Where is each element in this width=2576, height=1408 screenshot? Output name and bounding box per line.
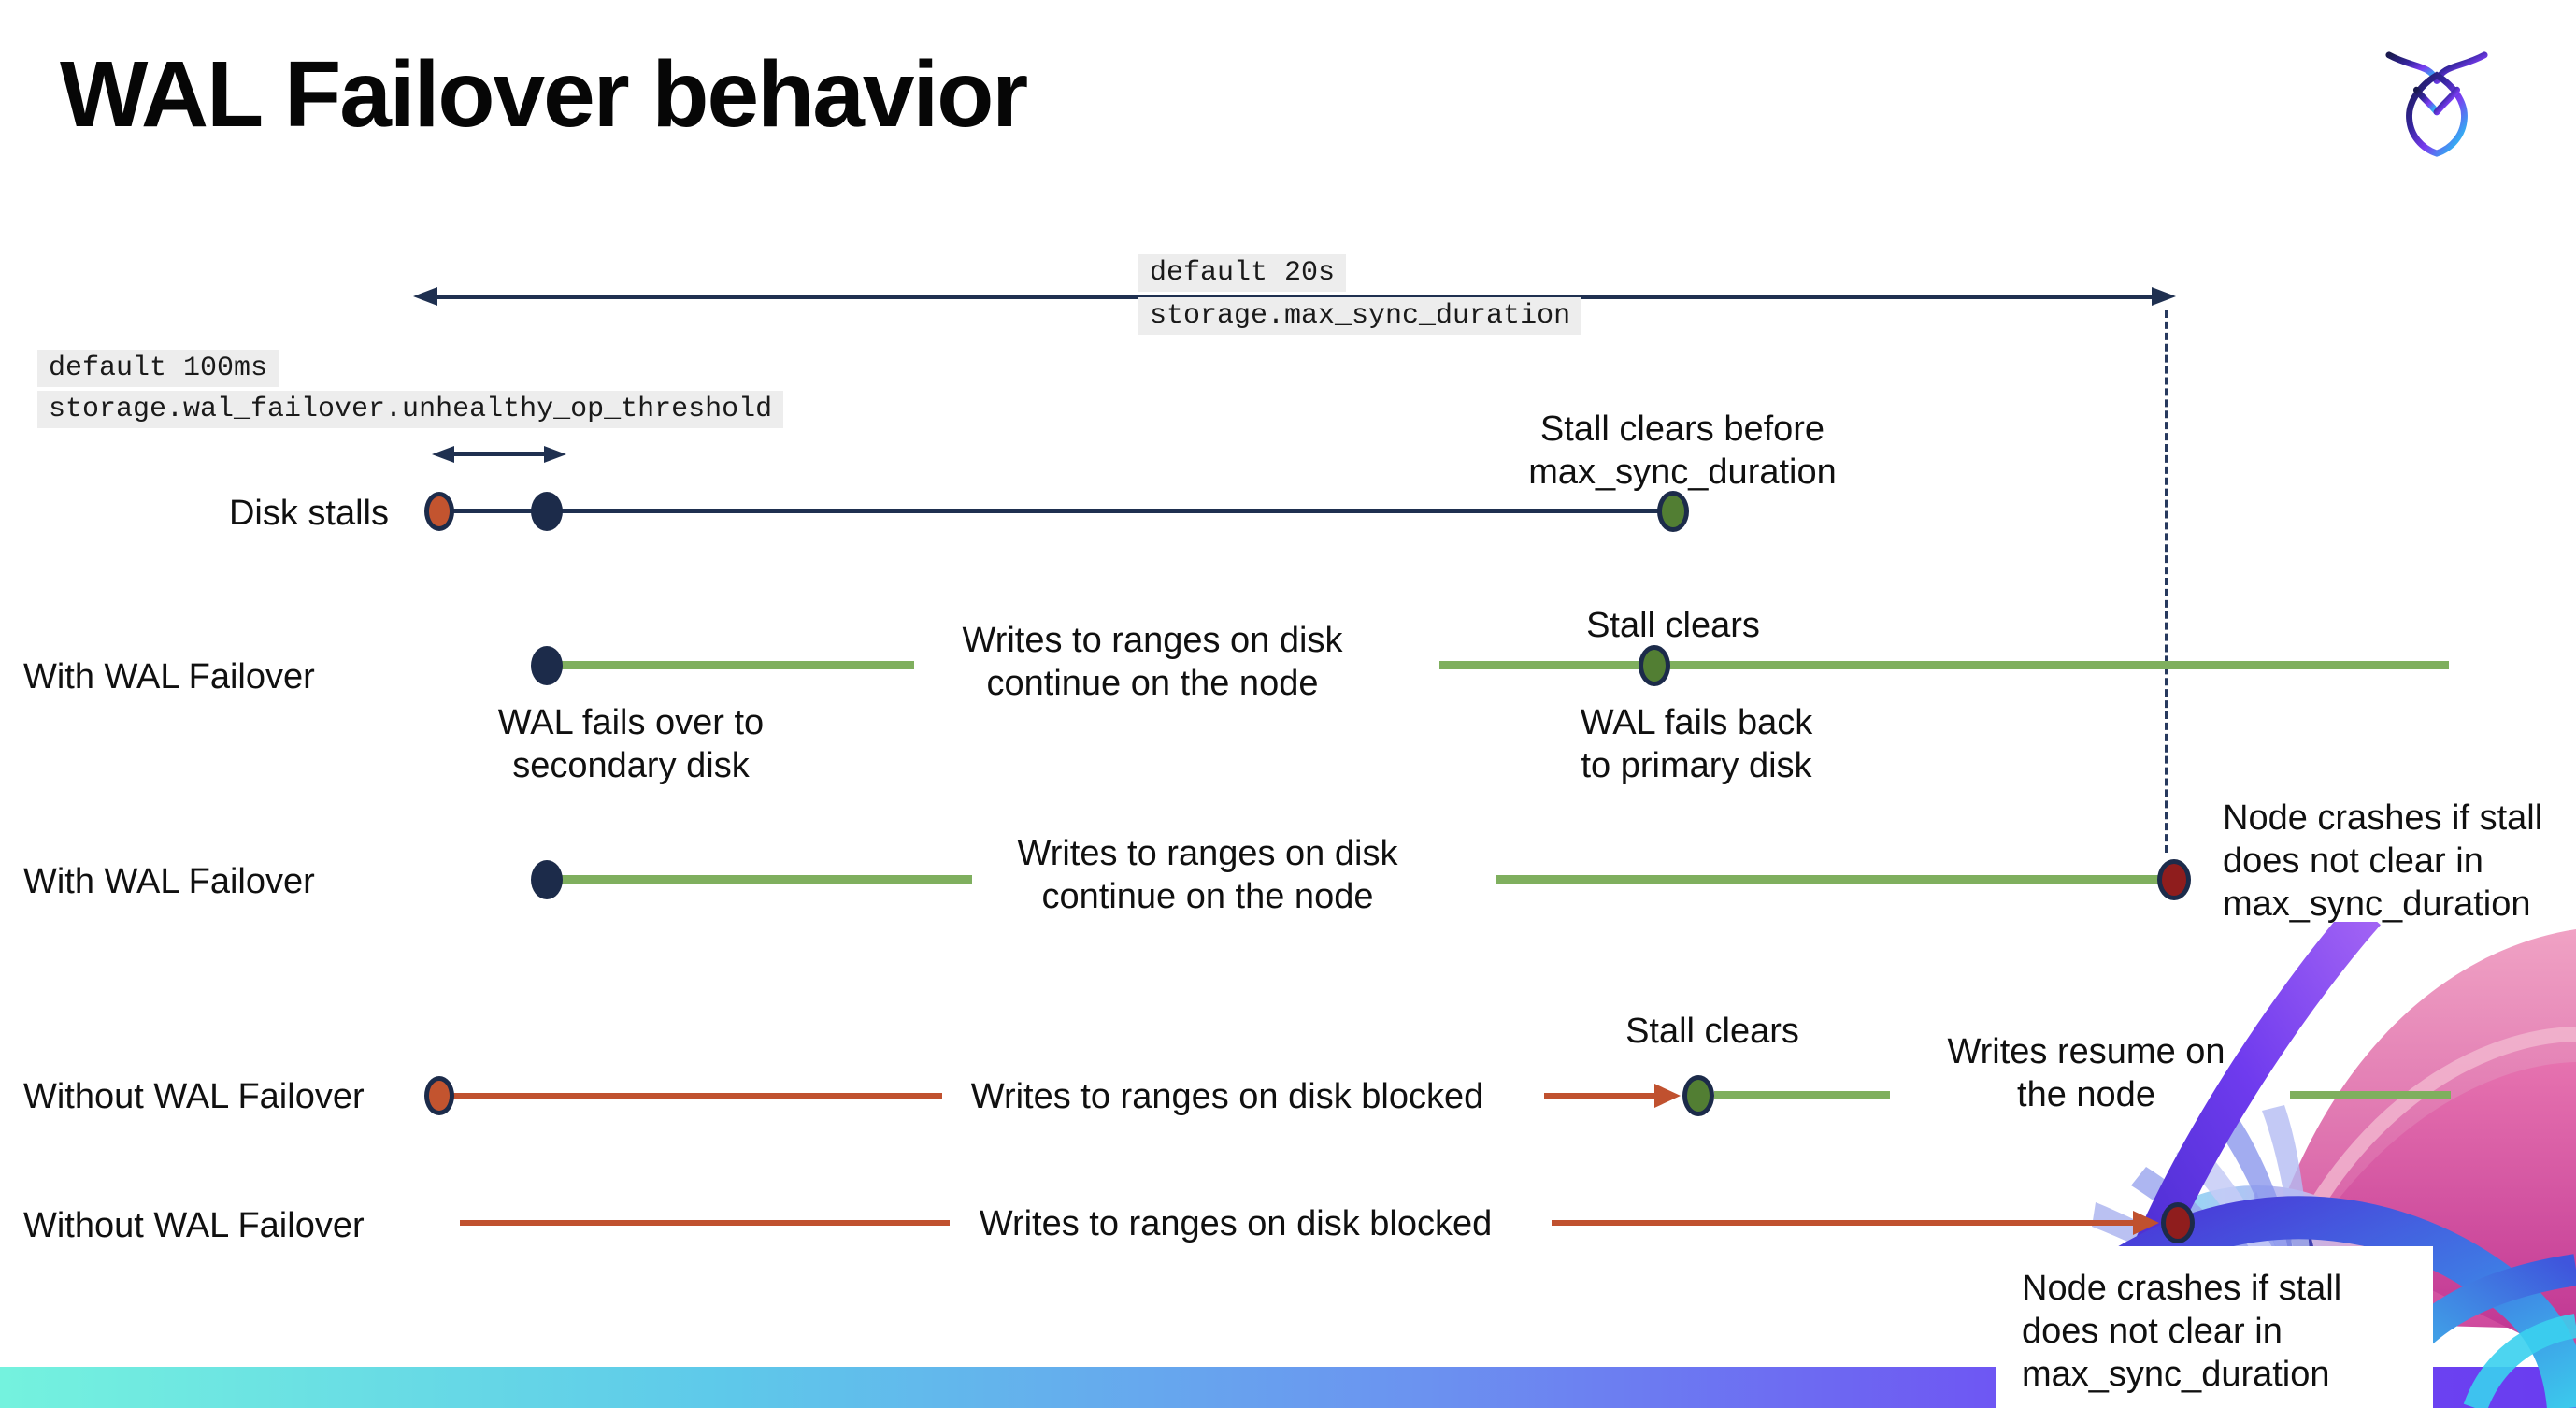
- row3-green-segment-b: [1496, 875, 2161, 884]
- arrowhead-right-icon: [2152, 287, 2176, 306]
- cockroachdb-logo-icon: [2385, 51, 2488, 157]
- row4-red-segment-a: [452, 1093, 942, 1099]
- note-wal-fails-back: WAL fails back to primary disk: [1580, 703, 1813, 785]
- page-title: WAL Failover behavior: [60, 42, 1028, 147]
- row2-green-segment-c: [1669, 661, 2449, 669]
- row4-green-segment-a: [1714, 1091, 1890, 1099]
- row5-node-crash-dot: [2161, 1202, 2195, 1243]
- max-sync-default-label: default 20s: [1138, 254, 1347, 292]
- row1-stall-clears-dot: [1657, 491, 1689, 532]
- row-label-without-wal-failover-1: Without WAL Failover: [23, 1077, 365, 1116]
- row-label-disk-stalls: Disk stalls: [228, 494, 389, 533]
- note-stall-clears-row2: Stall clears: [1586, 606, 1760, 645]
- note-stall-clears-before-max: Stall clears before max_sync_duration: [1528, 409, 1837, 492]
- row5-red-arrowhead-icon: [2133, 1211, 2159, 1235]
- threshold-span-line: [454, 452, 544, 456]
- arrowhead-left-small-icon: [432, 446, 454, 463]
- row5-red-segment-b: [1552, 1220, 2133, 1226]
- arrowhead-right-small-icon: [544, 446, 566, 463]
- note-writes-continue-row2: Writes to ranges on disk continue on the…: [962, 621, 1343, 703]
- row2-stall-clears-dot: [1639, 645, 1670, 686]
- note-writes-resume: Writes resume on the node: [1947, 1032, 2225, 1114]
- arrowhead-left-icon: [413, 287, 437, 306]
- row3-node-crash-dot: [2157, 859, 2191, 900]
- row4-green-segment-b: [2290, 1091, 2451, 1099]
- row3-failover-dot: [531, 860, 563, 899]
- note-writes-continue-row3: Writes to ranges on disk continue on the…: [1017, 834, 1398, 916]
- row4-red-segment-b: [1544, 1093, 1654, 1099]
- row1-stall-start-dot: [424, 492, 454, 531]
- note-wal-fails-over: WAL fails over to secondary disk: [497, 703, 765, 785]
- max-sync-setting-label: storage.max_sync_duration: [1138, 297, 1582, 335]
- row4-red-arrowhead-icon: [1654, 1084, 1681, 1108]
- row-label-with-wal-failover-1: With WAL Failover: [23, 657, 315, 697]
- row1-failover-threshold-dot: [531, 492, 563, 531]
- threshold-default-label: default 100ms: [37, 350, 279, 387]
- row2-green-segment-a: [561, 661, 914, 669]
- row-label-with-wal-failover-2: With WAL Failover: [23, 862, 315, 901]
- max-sync-deadline-dashed-line: [2165, 310, 2168, 853]
- note-node-crashes-row3: Node crashes if stall does not clear in …: [2223, 798, 2543, 924]
- row1-timeline: [439, 509, 1673, 513]
- note-writes-blocked-row4: Writes to ranges on disk blocked: [970, 1077, 1484, 1116]
- row2-green-segment-b: [1439, 661, 1641, 669]
- row2-failover-dot: [531, 646, 563, 685]
- node-crash-callout-box: Node crashes if stall does not clear in …: [1996, 1246, 2433, 1408]
- row-label-without-wal-failover-2: Without WAL Failover: [23, 1206, 365, 1245]
- note-writes-blocked-row5: Writes to ranges on disk blocked: [979, 1204, 1493, 1243]
- note-node-crashes-row5: Node crashes if stall does not clear in …: [2022, 1269, 2342, 1394]
- row3-green-segment-a: [561, 875, 972, 884]
- row4-stall-clears-dot: [1682, 1075, 1714, 1116]
- max-sync-duration-span-line: [437, 295, 2152, 299]
- threshold-setting-label: storage.wal_failover.unhealthy_op_thresh…: [37, 391, 784, 428]
- row4-stall-start-dot: [424, 1076, 454, 1115]
- note-stall-clears-row4: Stall clears: [1625, 1012, 1799, 1051]
- row5-red-segment-a: [460, 1220, 950, 1226]
